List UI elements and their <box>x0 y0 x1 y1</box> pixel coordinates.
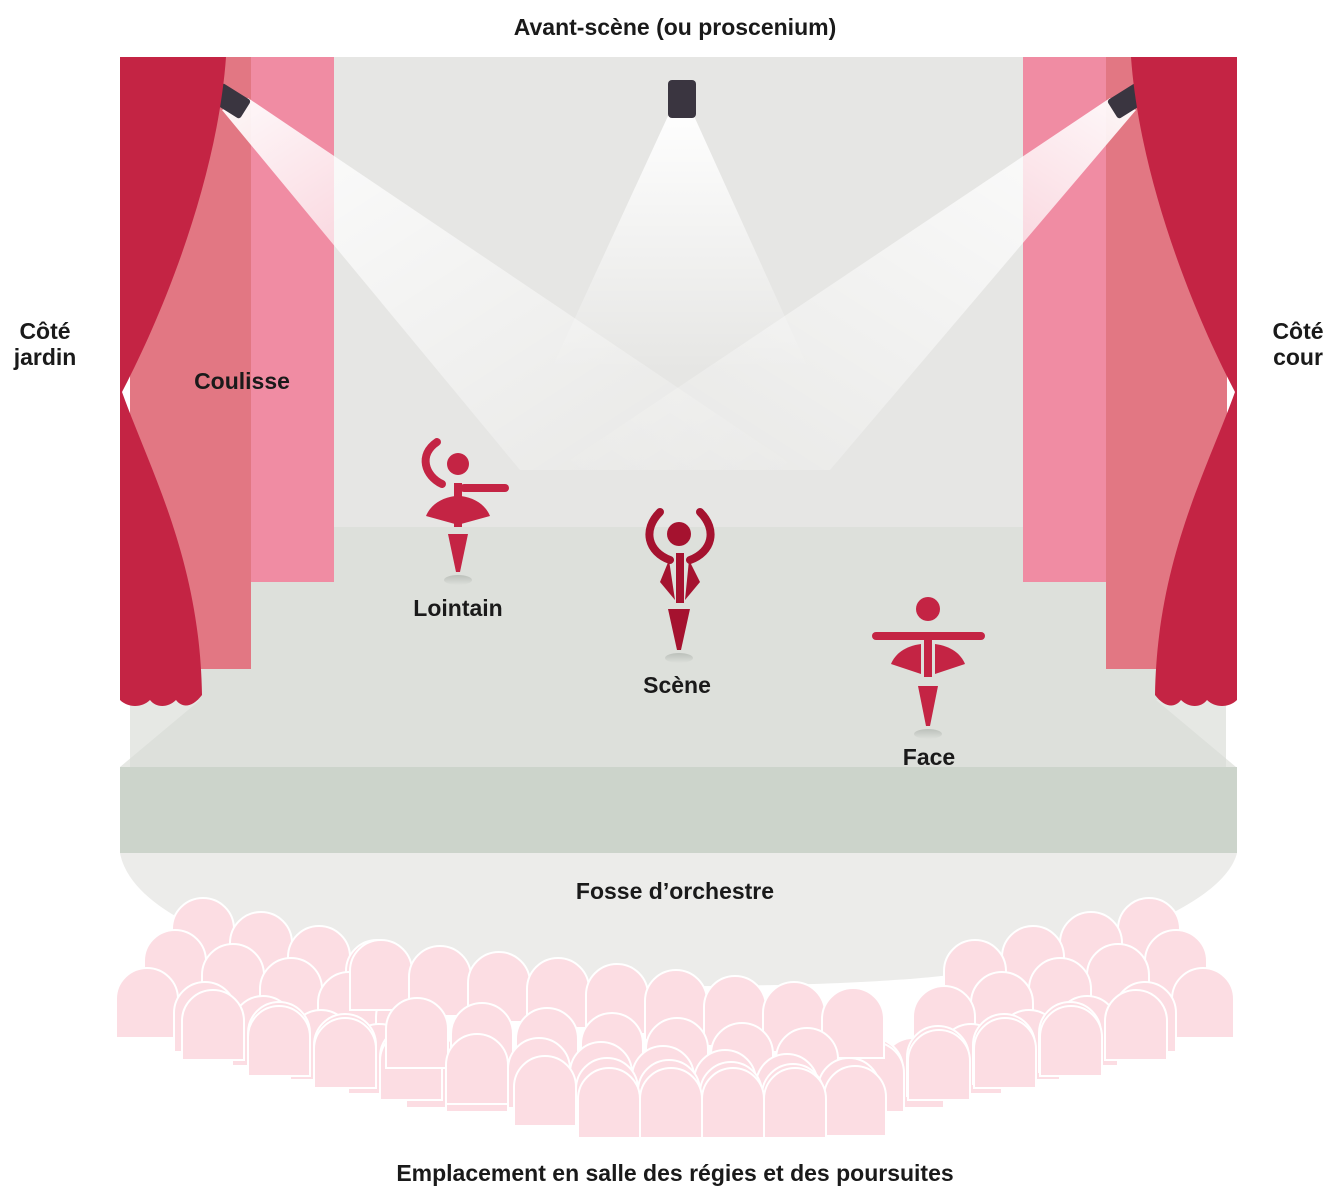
cote-cour-line1: Côté <box>1272 318 1324 344</box>
audience-seat-icon <box>763 1067 827 1139</box>
audience-seat-icon <box>445 1033 509 1105</box>
audience-seat-icon <box>907 1029 971 1101</box>
audience-seat-icon <box>115 967 179 1039</box>
dancer-scene-icon <box>645 508 715 663</box>
cote-jardin-line2: jardin <box>13 344 77 371</box>
fosse-label: Fosse d’orchestre <box>575 878 775 904</box>
audience-seat-icon <box>639 1067 703 1139</box>
audience-seat-icon <box>513 1055 577 1127</box>
audience-seat-icon <box>1104 989 1168 1061</box>
audience-seat-icon <box>973 1017 1037 1089</box>
light-beam-center <box>550 116 810 372</box>
cote-cour-line2: cour <box>1273 344 1323 371</box>
audience-seat-icon <box>701 1067 765 1139</box>
dancer-face-icon <box>872 597 985 739</box>
scene-label: Scène <box>643 672 711 698</box>
dancer-lointain-icon <box>421 438 509 585</box>
light-beam-right <box>555 98 1136 470</box>
audience-seat-icon <box>247 1005 311 1077</box>
apron-front <box>120 767 1237 853</box>
cote-jardin-label: Côté jardin <box>0 318 90 371</box>
face-label: Face <box>902 744 956 770</box>
audience-seat-icon <box>1171 967 1235 1039</box>
audience-seat-icon <box>181 989 245 1061</box>
audience-seat-icon <box>577 1067 641 1139</box>
cote-jardin-line1: Côté <box>19 318 71 344</box>
audience-seat-icon <box>823 1065 887 1137</box>
stage-floor-edge-left <box>120 700 200 767</box>
avant-scene-label: Avant-scène (ou proscenium) <box>513 14 837 40</box>
curtain-left <box>120 57 226 706</box>
emplacement-label: Emplacement en salle des régies et des p… <box>396 1160 954 1186</box>
light-beam-left <box>222 98 800 470</box>
stage-floor-edge-right <box>1156 700 1236 767</box>
audience-seat-icon <box>821 987 885 1059</box>
audience-seats <box>115 897 1235 1139</box>
cote-cour-label: Côté cour <box>1262 318 1334 371</box>
audience-seat-icon <box>1039 1005 1103 1077</box>
audience-seat-icon <box>349 939 413 1011</box>
audience-seat-icon <box>313 1017 377 1089</box>
projector-center-icon <box>668 80 696 118</box>
curtain-right <box>1131 57 1237 706</box>
coulisse-label: Coulisse <box>194 368 290 394</box>
lointain-label: Lointain <box>413 595 503 621</box>
audience-seat-icon <box>385 997 449 1069</box>
